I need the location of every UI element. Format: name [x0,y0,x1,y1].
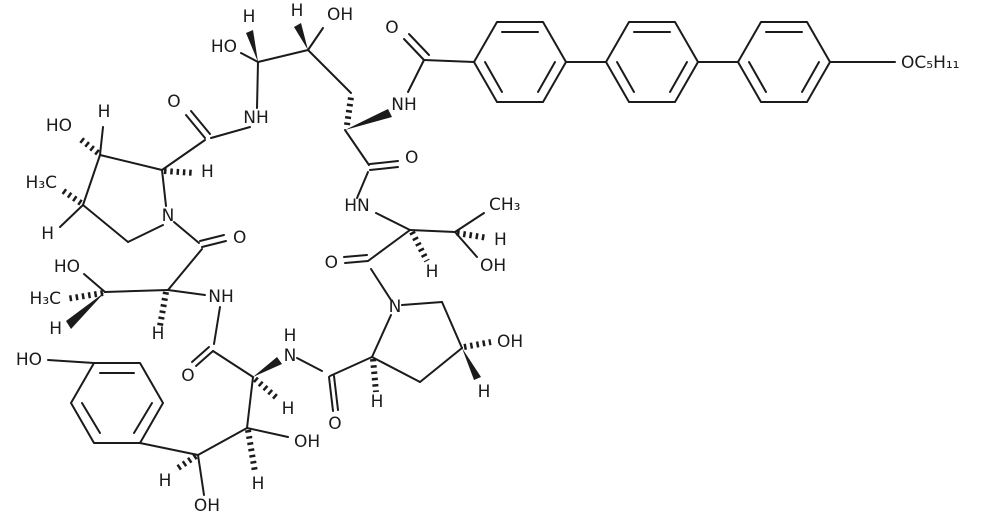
atom-label-oh-orn-c4: OH [327,5,353,25]
atom-label-h-htyr-c3: H [252,474,265,494]
atom-label-methyl-thr-right: CH₃ [489,195,520,215]
atom-label-h-thr-right-alpha: H [426,262,439,282]
stereo-hash-bonds [60,96,492,473]
stereo-wedge-bonds [66,23,481,380]
atom-label-h-proline2-c2: H [371,392,384,412]
atom-label-h-thr-left-alpha: H [152,324,165,344]
atom-label-ho-thr-left: HO [54,257,80,277]
phenol-ring [70,362,164,444]
atom-label-methyl-thr-left: H₃C [30,289,61,309]
atom-label-n-proline2: N [389,297,402,317]
atom-label-hn-thr-right: HN [344,196,370,216]
atom-label-oh-thr-right: OH [480,256,506,276]
atom-label-o-carbonyl-proline2: O [328,414,341,434]
atom-label-h-htyr-alpha: H [282,399,295,419]
atom-label-o-carbonyl-thr-right: O [325,253,338,273]
atom-label-n-proline1: N [162,206,175,226]
atom-label-o-carbonyl-proline1: O [167,92,180,112]
benzene-ring-2 [605,21,699,103]
atom-label-nh-thr-left: NH [208,287,234,307]
atom-label-h-orn-c5: H [243,7,256,27]
benzene-ring-3 [737,21,831,103]
atom-label-oh-htyr-c3: OH [294,432,320,452]
atom-label-o-carbonyl-thr-left: O [233,228,246,248]
atom-label-h-thr-right-beta: H [494,230,507,250]
atom-label-pentyloxy-group: OC₅H₁₁ [901,53,959,73]
carbonyl-double-bonds [185,33,430,412]
atom-label-h-orn-c4: H [291,1,304,21]
atom-label-ho-orn-c5: HO [211,37,237,57]
atom-label-h-proline1-c2: H [201,162,214,182]
atom-label-ho-proline1-c3: HO [46,116,72,136]
atom-label-o-carbonyl-htyr: O [181,366,194,386]
atom-label-oh-proline2-c4: OH [497,332,523,352]
atom-label-h-proline1-c3: H [98,102,111,122]
atom-label-o-carbonyl-orn: O [405,148,418,168]
atom-label-h-amide-htyr: H [284,326,297,346]
atom-label-h-proline1-c4: H [41,224,54,244]
atom-label-h-proline2-c4: H [478,382,491,402]
atom-label-n-amide-htyr: N [284,346,297,366]
atom-label-o-carbonyl-sidechain: O [385,18,398,38]
atom-label-methyl-proline1: H₃C [26,173,57,193]
atom-label-h-benzylic: H [159,471,172,491]
benzene-ring-1 [473,21,567,103]
atom-label-ho-phenol: HO [16,350,42,370]
atom-label-nh-sidechain-amide: NH [391,95,417,115]
atom-label-oh-benzylic: OH [194,496,220,516]
atom-label-nh-ring-amide: NH [243,108,269,128]
atom-label-h-thr-left-beta: H [49,319,62,339]
